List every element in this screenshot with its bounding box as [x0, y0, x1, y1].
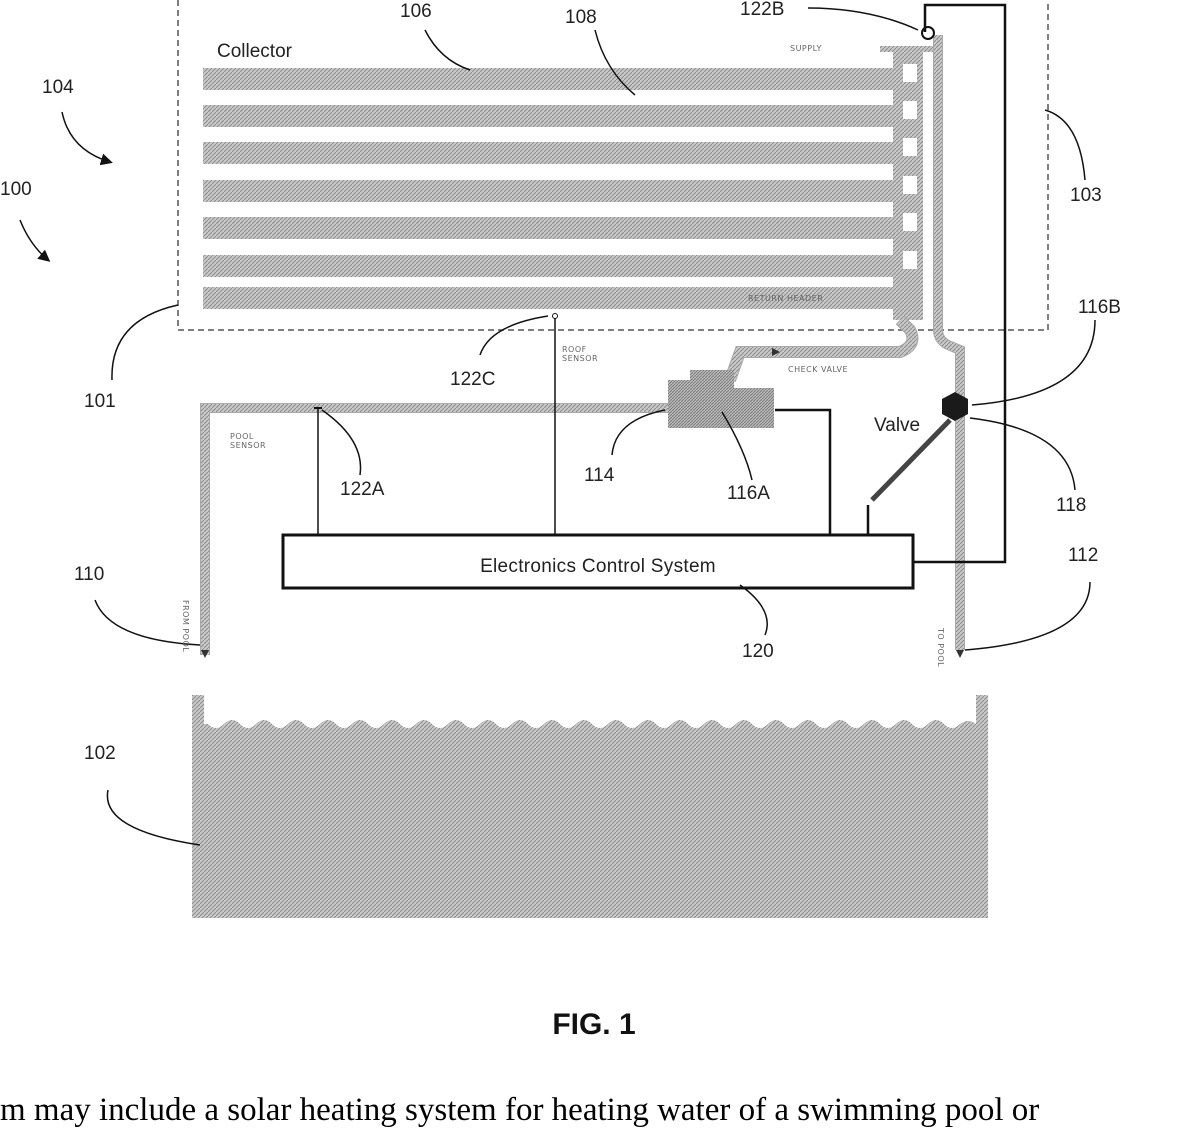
pump-assembly: [668, 370, 774, 428]
collector-panels: [203, 68, 893, 309]
ref-118: 118: [1056, 496, 1086, 515]
electronics-control-system-label: Electronics Control System: [283, 556, 913, 578]
ref-106: 106: [400, 2, 432, 21]
sensor-wires: [318, 318, 555, 535]
ref-102: 102: [84, 744, 116, 763]
check-valve-label: CHECK VALVE: [788, 365, 848, 374]
from-pool-label: FROM POOL: [181, 600, 190, 652]
pool-sensor-label: POOL SENSOR: [230, 432, 266, 450]
ref-116b: 116B: [1078, 298, 1121, 317]
ref-122c: 122C: [450, 370, 495, 389]
ref-108: 108: [565, 8, 597, 27]
ref-110: 110: [74, 565, 104, 584]
ref-122a: 122A: [340, 480, 384, 499]
roof-sensor-label: ROOF SENSOR: [562, 345, 598, 363]
sensor-122b: [922, 27, 934, 39]
body-text-line: m may include a solar heating system for…: [0, 1092, 1039, 1129]
collector-label: Collector: [217, 42, 292, 61]
figure-caption: FIG. 1: [0, 1008, 1188, 1042]
pool-loop-pipe: [205, 408, 668, 655]
ref-122b: 122B: [740, 0, 784, 19]
ref-114: 114: [584, 466, 614, 485]
supply-header-label: SUPPLY: [790, 44, 822, 53]
ref-112: 112: [1068, 546, 1098, 565]
ref-103: 103: [1070, 186, 1102, 205]
ref-104: 104: [42, 78, 74, 97]
ref-101: 101: [84, 392, 116, 411]
ref-116a: 116A: [727, 484, 770, 503]
to-pool-label: TO POOL: [936, 628, 945, 667]
sensor-122c: [553, 314, 558, 319]
return-header-label: RETURN HEADER: [748, 294, 823, 303]
valve-label: Valve: [874, 416, 920, 435]
ref-100: 100: [0, 180, 32, 199]
ref-120: 120: [742, 642, 774, 661]
swimming-pool: [192, 695, 988, 918]
